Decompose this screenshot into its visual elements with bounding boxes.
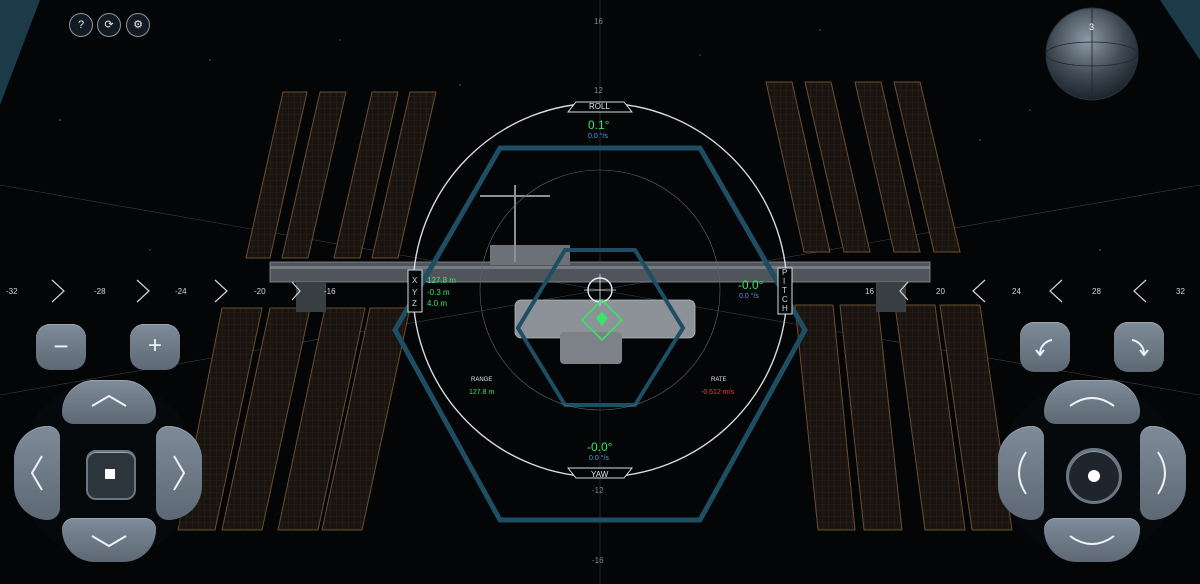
- attitude-sphere: [1045, 7, 1139, 104]
- attitude-sphere-label: 3: [1089, 22, 1095, 32]
- zoom-out-button[interactable]: −: [36, 324, 86, 370]
- dot-icon: [1088, 470, 1100, 482]
- chevron-up-icon: [91, 394, 127, 407]
- pitch-letter-h: H: [782, 304, 788, 313]
- axis-y-label: Y: [412, 288, 418, 297]
- translate-up-button[interactable]: [62, 380, 156, 424]
- scale-right-4: 32: [1176, 287, 1185, 296]
- arc-right-icon: [1157, 451, 1166, 495]
- scale-left-1: -28: [94, 287, 106, 296]
- station-modules: [480, 185, 696, 364]
- settings-button[interactable]: ⚙: [126, 13, 150, 37]
- arc-left-icon: [1018, 451, 1027, 495]
- roll-title: ROLL: [589, 102, 610, 111]
- scale-right-0: 16: [865, 287, 874, 296]
- roll-value: 0.1°: [588, 118, 610, 132]
- rate-label: RATE: [711, 377, 727, 383]
- scale-left-0: -32: [6, 287, 18, 296]
- scale-left-2: -24: [175, 287, 187, 296]
- rotate-left-icon: [1035, 339, 1053, 357]
- pitch-tab: [777, 267, 793, 315]
- hud-inner-circle: [479, 169, 721, 411]
- solar-array-top-right: [765, 81, 961, 253]
- arc-down-icon: [1069, 535, 1115, 545]
- top-tick-label: 16: [594, 17, 603, 26]
- chevron-left-icon: [30, 455, 43, 491]
- yaw-title: YAW: [591, 470, 609, 479]
- corner-accent-right: [1160, 0, 1200, 60]
- translation-tab: [407, 269, 423, 313]
- solar-array-bottom-left: [177, 307, 411, 531]
- range-label: RANGE: [471, 377, 493, 383]
- pitch-letter-i: I: [783, 277, 786, 286]
- solar-array-top-left: [245, 91, 437, 259]
- translation-z-value: 4.0 m: [427, 299, 448, 308]
- rotate-right-icon: [1131, 339, 1149, 357]
- zoom-in-button[interactable]: +: [130, 324, 180, 370]
- scale-right-3: 28: [1092, 287, 1101, 296]
- yaw-left-button[interactable]: [998, 426, 1044, 520]
- yaw-rate: 0.0 °/s: [589, 455, 609, 462]
- rotation-center-button[interactable]: [1066, 448, 1122, 504]
- rate-value: -0.612 m/s: [701, 389, 735, 396]
- translate-left-button[interactable]: [14, 426, 60, 520]
- gear-icon: ⚙: [133, 19, 143, 31]
- translate-down-button[interactable]: [62, 518, 156, 562]
- roll-rate: 0.0 °/s: [588, 133, 608, 140]
- translate-right-button[interactable]: [156, 426, 202, 520]
- scale-left-4: -16: [324, 287, 336, 296]
- translation-x-value: 127.8 m: [427, 276, 456, 285]
- roll-right-button[interactable]: [1114, 322, 1164, 372]
- station-truss: [269, 261, 931, 312]
- pitch-down-button[interactable]: [1044, 518, 1140, 562]
- scale-left-3: -20: [254, 287, 266, 296]
- pitch-letter-p: P: [782, 268, 788, 277]
- bottom-tick-label-2: -12: [592, 486, 604, 495]
- starfield: [59, 29, 1101, 251]
- stop-square-icon: [105, 469, 115, 479]
- corner-accent-left: [0, 0, 40, 105]
- pitch-up-button[interactable]: [1044, 380, 1140, 424]
- roll-tab: [566, 101, 634, 113]
- range-value: 127.8 m: [469, 389, 495, 396]
- scale-right-1: 20: [936, 287, 945, 296]
- chevron-right-icon: [173, 455, 186, 491]
- roll-left-button[interactable]: [1020, 322, 1070, 372]
- pitch-letter-c: C: [782, 295, 788, 304]
- translate-center-button[interactable]: [86, 450, 136, 500]
- refresh-button[interactable]: ⟳: [97, 13, 121, 37]
- horizontal-chevrons: [51, 279, 1147, 303]
- chevron-down-icon: [91, 535, 127, 548]
- translation-y-value: -0.3 m: [427, 288, 450, 297]
- bottom-tick-label: -16: [592, 556, 604, 565]
- yaw-right-button[interactable]: [1140, 426, 1186, 520]
- pitch-rate: 0.0 °/s: [739, 293, 759, 300]
- pitch-letter-t: T: [782, 286, 787, 295]
- help-button[interactable]: ?: [69, 13, 93, 37]
- docking-target: [580, 298, 624, 342]
- axis-x-label: X: [412, 276, 418, 285]
- yaw-tab: [566, 467, 634, 479]
- arc-up-icon: [1069, 397, 1115, 407]
- solar-array-bottom-right: [794, 304, 1013, 531]
- axis-z-label: Z: [412, 299, 417, 308]
- yaw-value: -0.0°: [587, 440, 613, 454]
- refresh-icon: ⟳: [104, 19, 114, 31]
- scale-right-2: 24: [1012, 287, 1021, 296]
- top-tick-label-2: 12: [594, 86, 603, 95]
- pitch-value: -0.0°: [738, 278, 764, 292]
